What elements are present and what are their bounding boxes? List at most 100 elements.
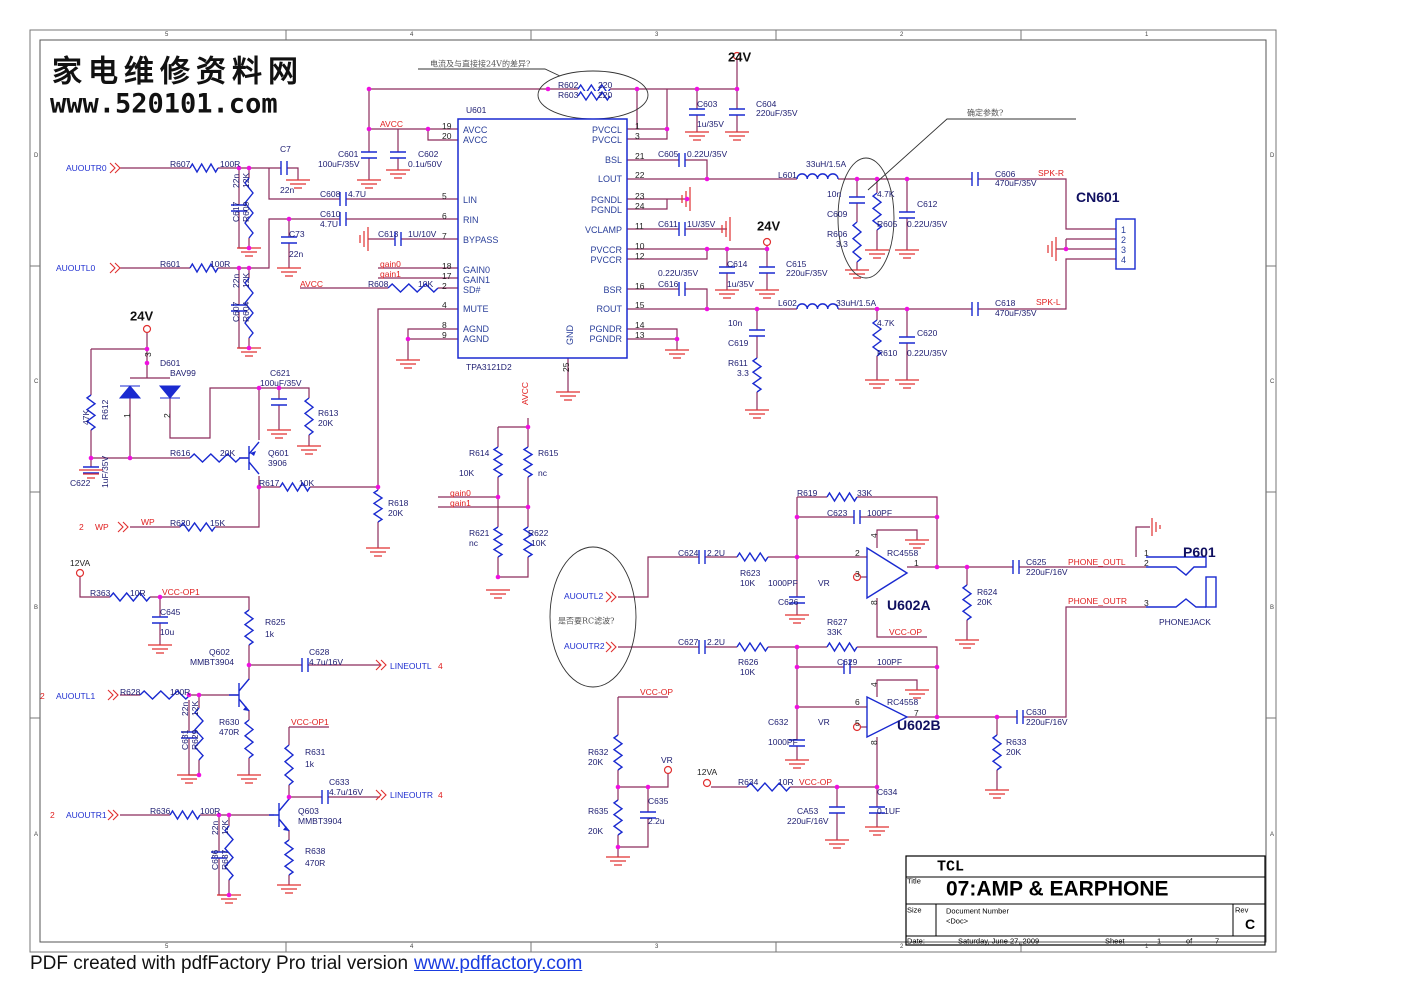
u601-pin-number: 6 — [442, 211, 447, 221]
capacitor-symbol — [231, 204, 247, 212]
label-parts-r634-ref: R634 — [738, 777, 759, 787]
wire — [627, 199, 668, 210]
capacitor-bg — [972, 172, 978, 186]
junction-dot — [186, 692, 192, 698]
capacitor-bg — [1017, 710, 1023, 724]
resistor-symbol — [224, 825, 234, 881]
frame-row-label: B — [1270, 605, 1274, 611]
label-opamp_pins-a_v4: 4 — [869, 533, 879, 538]
net-24v: 24V — [728, 50, 751, 65]
label-parts-c635-ref: C635 — [648, 796, 669, 806]
resistor-symbol — [736, 551, 769, 563]
label-parts-c616-ref: C616 — [658, 279, 679, 289]
label-title_block-docnum_label: Document Number — [946, 907, 1009, 916]
label-parts-r620-val: 15K — [210, 518, 225, 528]
pdffactory-link[interactable]: www.pdffactory.com — [414, 953, 583, 974]
u601-part: TPA3121D2 — [466, 362, 512, 372]
footer-text: PDF created with pdfFactory Pro trial ve… — [30, 953, 409, 974]
junction-dot — [226, 892, 232, 898]
power-port-icon — [762, 237, 772, 247]
label-parts-r628-val: 100R — [170, 687, 190, 697]
ground-icon — [985, 789, 1009, 799]
resistor-symbol — [612, 799, 624, 836]
wire — [120, 167, 299, 180]
net-auoutr1: AUOUTR1 — [66, 810, 107, 820]
label-parts-c631-val: 22n — [180, 702, 190, 716]
label-parts-c606-val: 470uF/35V — [995, 178, 1037, 188]
wire — [876, 529, 918, 548]
capacitor-symbol — [640, 811, 656, 819]
capacitor-symbol — [899, 211, 915, 219]
resistor-symbol — [303, 397, 315, 436]
capacitor-bg — [689, 109, 705, 115]
net-gain1: gain1 — [380, 269, 401, 279]
label-parts-c609-val: 10n — [827, 189, 841, 199]
wire — [627, 328, 678, 350]
capacitor-bg — [899, 337, 915, 343]
label-parts-r611-val: 3.3 — [737, 368, 749, 378]
capacitor-bg — [869, 807, 885, 813]
capacitor-bg — [729, 109, 745, 115]
junction-dot — [704, 176, 710, 182]
capacitor-bg — [679, 282, 685, 296]
capacitor-symbol — [678, 282, 686, 296]
label-parts-r603-ref: R603 — [558, 90, 579, 100]
transistor-symbol — [269, 798, 290, 832]
ground-icon — [396, 359, 420, 369]
ground-icon — [359, 227, 369, 251]
ground-icon — [357, 179, 381, 189]
capacitor-symbol — [899, 336, 915, 344]
label-parts-l602-val: 33uH/1.5A — [836, 298, 876, 308]
label-parts-c617-ref: C617 — [231, 201, 241, 222]
diode-symbol — [118, 385, 142, 399]
resistor-symbol — [243, 609, 255, 646]
power-port-icon — [75, 568, 85, 578]
label-parts-c625-val: 220uF/16V — [1026, 567, 1068, 577]
junction-dot — [144, 346, 150, 352]
resistor-symbol — [189, 162, 219, 174]
label-parts-d601-pin_b: 2 — [162, 413, 172, 418]
phonejack-body — [1205, 576, 1217, 608]
junction-dot — [1063, 246, 1069, 252]
capacitor-bg — [679, 153, 685, 167]
offpage-connector-icon — [375, 789, 387, 801]
capacitor-bg — [152, 617, 168, 623]
label-title_block-company: TCL — [937, 859, 964, 876]
label-parts-c616-val: 0.22U/35V — [658, 268, 698, 278]
label-parts-c605-val: 0.22U/35V — [687, 149, 727, 159]
wire — [627, 159, 708, 179]
frame-column-label: 4 — [410, 944, 414, 950]
outer-frame — [29, 29, 1277, 953]
resistor-symbol — [169, 809, 201, 821]
frame-row-label: D — [1270, 153, 1275, 159]
label-parts-r637-ref: R637 — [220, 849, 230, 870]
label-parts-r626-val: 10K — [740, 667, 755, 677]
ground-icon — [785, 614, 809, 624]
ground-icon — [895, 249, 919, 259]
label-parts-q602-val: MMBT3904 — [190, 657, 234, 667]
label-parts-c620-ref: C620 — [917, 328, 938, 338]
capacitor-symbol — [789, 739, 805, 747]
note-leader-current — [418, 68, 561, 77]
junction-dot — [684, 196, 690, 202]
junction-dot — [694, 86, 700, 92]
resistor-symbol — [522, 446, 534, 478]
component-symbols — [75, 51, 1024, 881]
label-parts-r625-ref: R625 — [265, 617, 286, 627]
u601-pin-number: 15 — [635, 300, 645, 310]
wire — [169, 387, 310, 446]
capacitor-symbol — [339, 212, 347, 226]
label-parts-r611-ref: R611 — [728, 358, 748, 368]
offpage-connector-icon — [107, 809, 119, 821]
label-parts-r632-ref: R632 — [588, 747, 609, 757]
footer: PDF created with pdfFactory Pro trial ve… — [30, 953, 582, 975]
capacitor-symbol — [698, 640, 706, 654]
label-parts-r609-ref: R609 — [241, 201, 251, 222]
capacitor-symbol — [271, 398, 287, 406]
label-opamp_pins-a_in_pos: 3 — [855, 569, 860, 579]
label-parts-c632-val: 1000PF — [768, 737, 798, 747]
junction-dot — [874, 306, 880, 312]
u601-pin-name: RIN — [463, 215, 479, 225]
net-vcc-op: VCC-OP — [640, 687, 673, 697]
junction-dot — [366, 126, 372, 132]
